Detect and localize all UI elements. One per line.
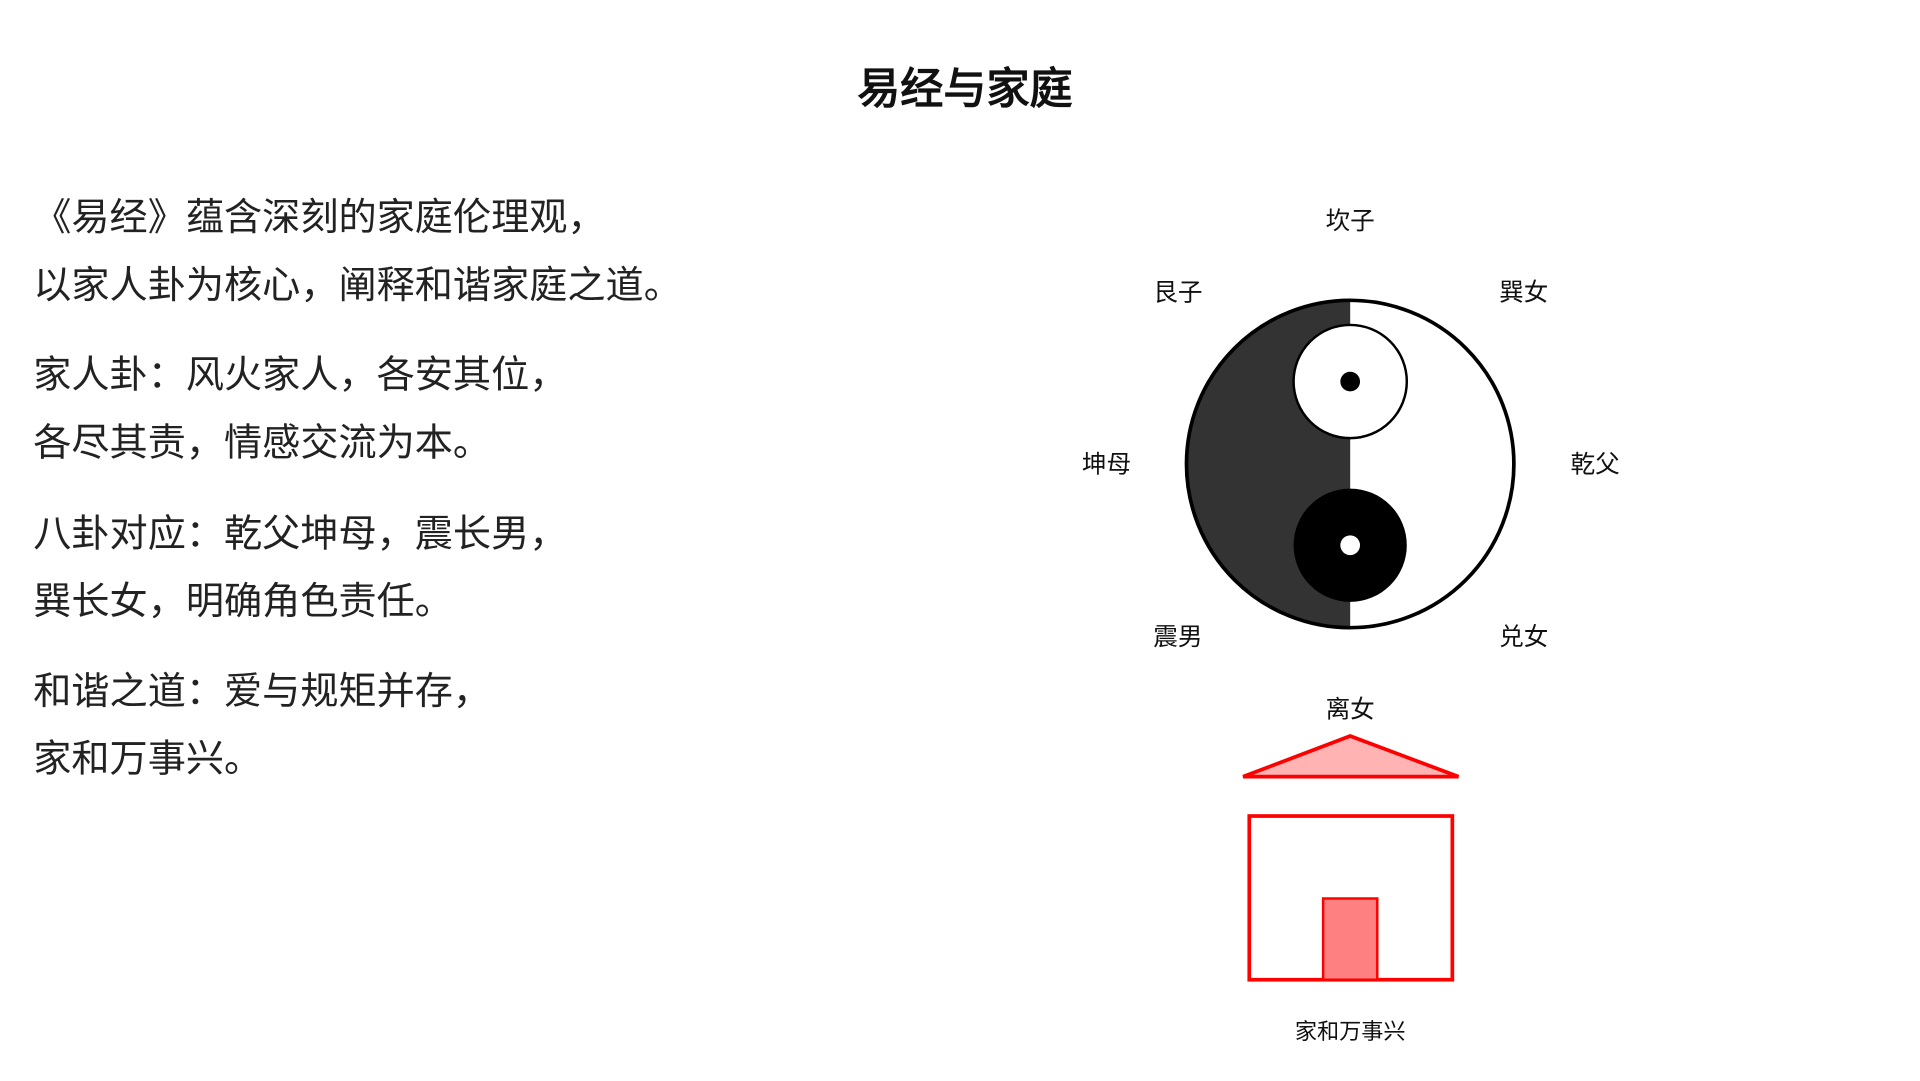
house-roof (1242, 734, 1460, 779)
text-line: 各尽其责，情感交流为本。 (33, 420, 492, 466)
label-xun: 巽女 (1499, 277, 1548, 306)
text-line: 《易经》蕴含深刻的家庭伦理观， (33, 195, 606, 241)
yin-yang-outline (1184, 298, 1516, 630)
yin-eye-dot (1340, 535, 1361, 556)
label-li: 离女 (1326, 695, 1375, 724)
paragraph-intro: 《易经》蕴含深刻的家庭伦理观， 以家人卦为核心，阐释和谐家庭之道。 (33, 185, 682, 320)
text-line: 八卦对应：乾父坤母，震长男， (33, 512, 568, 557)
house-caption: 家和万事兴 (1295, 1019, 1406, 1045)
label-qian: 乾父 (1571, 450, 1620, 479)
house-icon (1242, 734, 1460, 982)
text-line: 以家人卦为核心，阐释和谐家庭之道。 (33, 263, 682, 308)
text-line: 巽长女，明确角色责任。 (33, 579, 453, 625)
paragraph-harmony: 和谐之道：爱与规矩并存， 家和万事兴。 (33, 658, 491, 793)
text-line: 家人卦：风火家人，各安其位， (33, 353, 568, 398)
text-line: 和谐之道：爱与规矩并存， (33, 669, 492, 714)
paragraph-jiaren: 家人卦：风火家人，各安其位， 各尽其责，情感交流为本。 (33, 342, 567, 477)
text-line: 家和万事兴。 (33, 737, 263, 782)
label-kan: 坎子 (1326, 206, 1375, 235)
trigram-labels: 坎子 艮子 巽女 坤母 乾父 震男 兑女 离女 (1082, 206, 1620, 724)
label-kun: 坤母 (1082, 450, 1131, 479)
label-zhen: 震男 (1153, 622, 1202, 651)
label-dui: 兑女 (1499, 622, 1548, 651)
house-door (1321, 897, 1379, 981)
page-title: 易经与家庭 (857, 65, 1073, 115)
paragraph-bagua: 八卦对应：乾父坤母，震长男， 巽长女，明确角色责任。 (33, 501, 567, 636)
label-gen: 艮子 (1153, 277, 1202, 306)
yang-eye-dot (1340, 371, 1361, 392)
yin-yang-symbol (1184, 298, 1516, 630)
